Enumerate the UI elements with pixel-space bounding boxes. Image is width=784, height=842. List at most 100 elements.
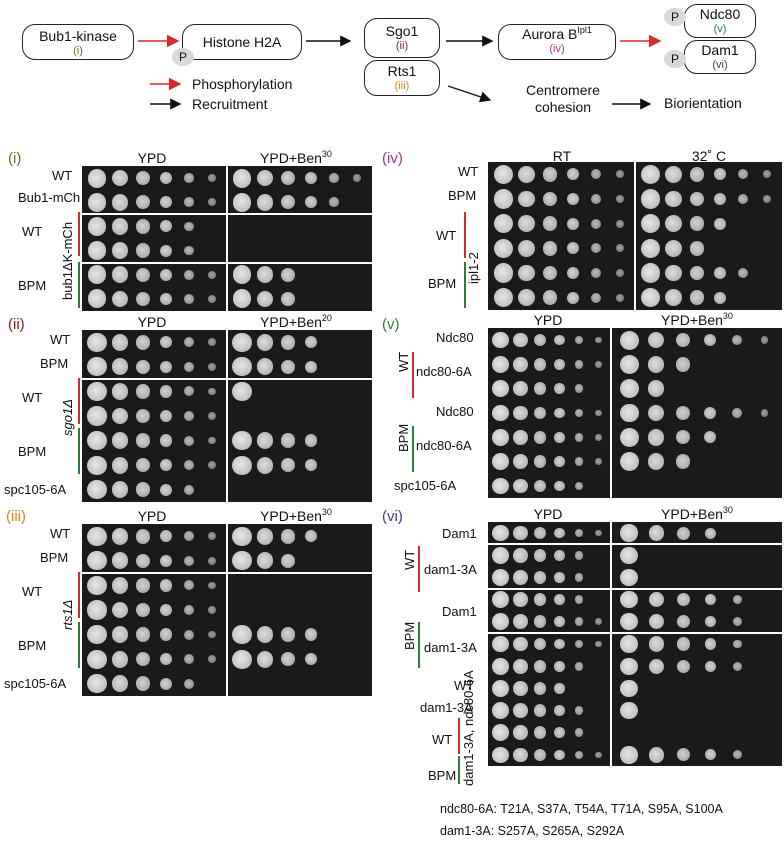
ndc80-node: Ndc80 (v) <box>684 4 756 38</box>
panel-vi-bar-bpm2 <box>458 756 460 784</box>
colony-spot <box>665 239 682 257</box>
colony-spot <box>111 576 129 594</box>
panel-iii-row-1: WT <box>50 526 71 541</box>
colony-spot <box>591 243 602 254</box>
colony-spot <box>232 192 252 212</box>
panel-ii-row-2: BPM <box>40 356 69 371</box>
colony-spot <box>513 525 528 541</box>
ndc80-label: Ndc80 <box>699 6 741 22</box>
colony-spot <box>732 335 743 346</box>
colony-spot <box>513 381 528 397</box>
colony-spot <box>704 594 716 606</box>
colony-spot <box>760 409 769 417</box>
colony-spot <box>615 269 624 277</box>
colony-spot <box>542 167 558 182</box>
colony-spot <box>159 603 173 617</box>
colony-spot <box>304 196 318 209</box>
aurora-sup: Ipl1 <box>577 25 592 35</box>
colony-spot <box>554 727 565 739</box>
colony-spot <box>135 243 151 258</box>
colony-spot <box>184 605 194 615</box>
colony-spot <box>87 430 107 451</box>
colony-spot <box>232 289 252 309</box>
colony-spot <box>184 484 194 495</box>
colony-spot <box>554 549 565 561</box>
colony-spot <box>87 526 107 546</box>
panel-vi-row-1: Dam1 <box>442 526 477 541</box>
colony-spot <box>513 454 528 469</box>
colony-spot <box>208 198 216 206</box>
colony-spot <box>574 408 584 418</box>
colony-spot <box>208 387 216 396</box>
colony-spot <box>595 433 603 441</box>
colony-spot <box>704 749 716 761</box>
colony-spot <box>533 382 547 396</box>
colony-spot <box>184 460 194 471</box>
colony-spot <box>353 174 361 182</box>
colony-spot <box>554 594 565 605</box>
colony-spot <box>87 381 107 401</box>
colony-spot <box>533 455 547 468</box>
colony-spot <box>676 430 691 445</box>
pathway-arrows <box>138 34 662 110</box>
colony-spot <box>232 649 252 669</box>
colony-spot <box>159 268 173 281</box>
colony-spot <box>676 405 691 421</box>
panel-i-col1: YPD <box>137 150 167 166</box>
colony-spot <box>256 626 274 643</box>
colony-spot <box>159 434 173 447</box>
colony-spot <box>513 747 528 763</box>
colony-spot <box>256 650 274 668</box>
phospho-h2a-marker: P <box>172 48 194 66</box>
colony-spot <box>574 617 584 627</box>
colony-spot <box>595 361 603 368</box>
colony-spot <box>184 361 194 372</box>
colony-spot <box>676 659 690 673</box>
colony-spot <box>184 678 194 689</box>
colony-spot <box>280 291 296 307</box>
colony-spot <box>619 427 639 447</box>
dam1-mutation-note: dam1-3A: S257A, S265A, S292A <box>440 824 625 838</box>
colony-spot <box>232 551 252 571</box>
colony-spot <box>280 433 296 448</box>
colony-spot <box>513 547 528 563</box>
colony-spot <box>135 651 151 667</box>
colony-spot <box>574 728 584 738</box>
colony-spot <box>595 458 603 465</box>
colony-spot <box>567 192 580 206</box>
colony-spot <box>704 616 716 628</box>
colony-spot <box>493 189 513 209</box>
colony-spot <box>518 165 535 183</box>
colony-spot <box>304 628 318 641</box>
colony-spot <box>762 170 771 179</box>
colony-spot <box>732 639 742 649</box>
colony-spot <box>738 193 749 204</box>
panel-iii-plate <box>82 524 372 696</box>
colony-spot <box>533 479 547 493</box>
colony-spot <box>159 459 173 472</box>
colony-spot <box>574 384 584 394</box>
colony-spot <box>208 655 216 663</box>
colony-spot <box>574 457 584 466</box>
colony-spot <box>159 220 173 233</box>
panel-vi-row-2: dam1-3A <box>424 562 477 577</box>
phospho-dam1-marker: P <box>664 50 686 68</box>
panel-ii-row-3: WT <box>22 390 43 405</box>
colony-spot <box>595 751 603 759</box>
colony-spot <box>111 169 129 187</box>
colony-spot <box>533 548 547 562</box>
colony-spot <box>87 289 107 309</box>
colony-spot <box>620 590 638 609</box>
panel-ii-bar-bpm <box>78 428 80 474</box>
colony-spot <box>135 627 151 642</box>
sgo1-label: Sgo1 <box>385 23 419 39</box>
colony-spot <box>615 170 624 179</box>
colony-spot <box>591 267 602 278</box>
colony-spot <box>513 658 528 674</box>
colony-spot <box>665 165 682 183</box>
colony-spot <box>574 750 584 760</box>
colony-spot <box>513 429 528 445</box>
colony-spot <box>280 457 296 473</box>
colony-spot <box>620 613 638 631</box>
colony-spot <box>184 294 194 304</box>
